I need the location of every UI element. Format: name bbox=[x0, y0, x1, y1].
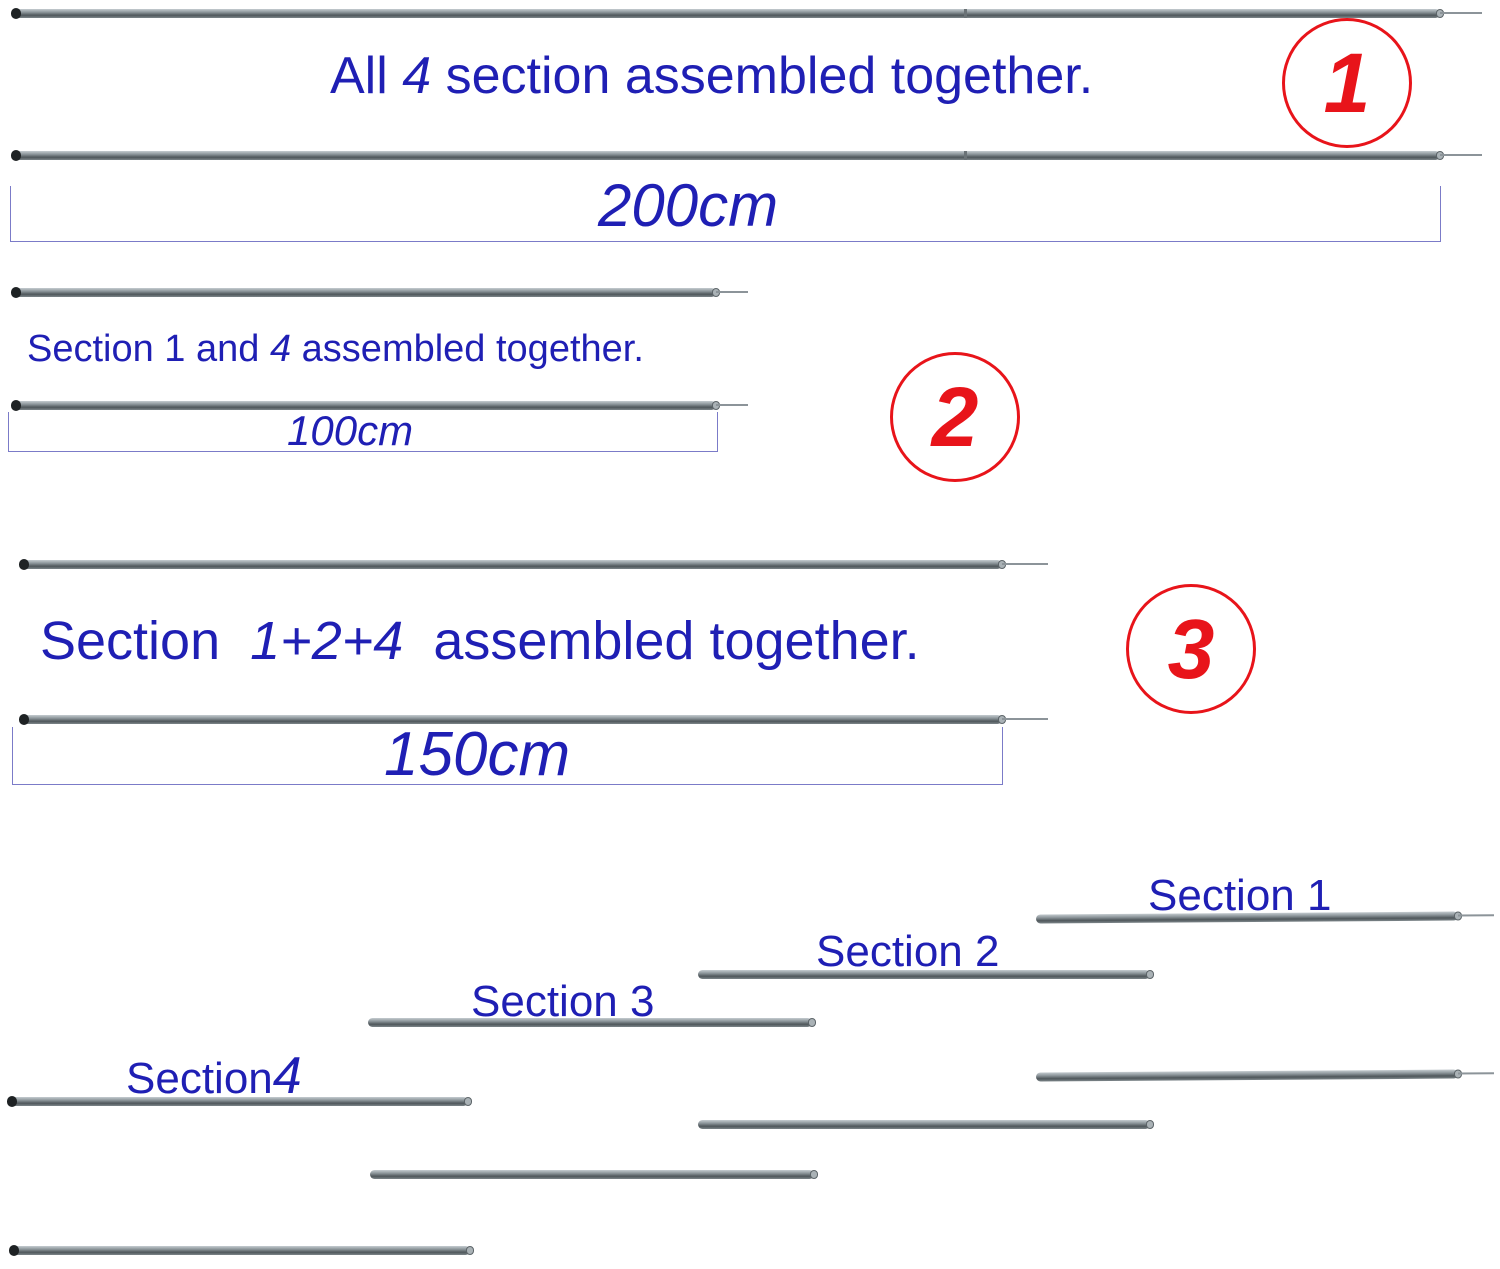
section-4-label: Section4 bbox=[126, 1050, 302, 1102]
pole-150cm-bottom bbox=[19, 714, 1048, 725]
pole-100cm-top bbox=[11, 287, 748, 298]
step2-caption-prefix: Section 1 and bbox=[27, 328, 260, 370]
length-bracket-150cm bbox=[12, 727, 1003, 785]
pole-end-cap bbox=[464, 1097, 472, 1106]
pole-tip-cap bbox=[11, 150, 21, 161]
step3-caption-number: 1+2+4 bbox=[250, 611, 404, 671]
pole-section-3 bbox=[368, 1018, 816, 1027]
pole-100cm-bottom bbox=[11, 400, 748, 411]
step3-caption-prefix: Section bbox=[40, 611, 221, 671]
step2-caption-suffix: assembled together. bbox=[301, 328, 644, 370]
step1-caption-suffix: section assembled together. bbox=[445, 47, 1094, 105]
pole-section-3-alt bbox=[370, 1170, 818, 1179]
section-4-label-number: 4 bbox=[272, 1047, 302, 1105]
pole-section-4-alt bbox=[9, 1245, 474, 1256]
step3-caption-suffix: assembled together. bbox=[433, 611, 920, 671]
pole-joint bbox=[964, 151, 967, 160]
pole-pin bbox=[716, 291, 748, 293]
pole-200cm-bottom bbox=[11, 150, 1482, 161]
pole-150cm-top bbox=[19, 559, 1048, 570]
pole-200cm-top bbox=[11, 8, 1482, 19]
length-label-200cm: 200cm bbox=[598, 172, 779, 239]
step2-caption: Section 1 and 4 assembled together. bbox=[27, 330, 644, 368]
pole-section-4 bbox=[7, 1096, 472, 1107]
pole-tip-cap bbox=[9, 1245, 19, 1256]
pole-tip-cap bbox=[11, 8, 21, 19]
step1-caption: All 4 section assembled together. bbox=[330, 50, 1093, 102]
section-4-label-word: Section bbox=[126, 1054, 273, 1103]
step1-badge-number: 1 bbox=[1323, 35, 1371, 130]
pole-tip-cap bbox=[19, 714, 29, 725]
section-2-label: Section 2 bbox=[816, 927, 1000, 976]
step1-caption-prefix: All bbox=[330, 47, 388, 105]
pole-pin bbox=[1440, 12, 1482, 14]
pole-pin bbox=[1002, 563, 1048, 565]
length-bracket-100cm bbox=[8, 412, 718, 452]
step2-caption-number: 4 bbox=[269, 328, 292, 370]
pole-pin bbox=[716, 404, 748, 406]
pole-pin bbox=[1457, 914, 1494, 917]
pole-end-cap bbox=[810, 1170, 818, 1179]
pole-section-2-alt bbox=[698, 1120, 1154, 1129]
length-label-150cm: 150cm bbox=[384, 720, 571, 789]
pole-tip-cap bbox=[11, 400, 21, 411]
pole-section-2 bbox=[698, 970, 1154, 979]
length-label-100cm: 100cm bbox=[287, 407, 414, 454]
step3-badge-number: 3 bbox=[1167, 601, 1215, 696]
step1-badge: 1 bbox=[1282, 18, 1412, 148]
pole-tip-cap bbox=[7, 1096, 17, 1107]
pole-end-cap bbox=[808, 1018, 816, 1027]
length-bracket-200cm bbox=[10, 186, 1441, 242]
pole-end-cap bbox=[1146, 970, 1154, 979]
section-3-label: Section 3 bbox=[471, 977, 655, 1026]
section-1-label: Section 1 bbox=[1148, 871, 1332, 920]
pole-section-1 bbox=[1035, 911, 1494, 924]
pole-joint bbox=[964, 9, 967, 18]
pole-pin bbox=[1457, 1072, 1494, 1075]
pole-tip-cap bbox=[19, 559, 29, 570]
pole-pin bbox=[1440, 154, 1482, 156]
step1-caption-number: 4 bbox=[402, 47, 432, 105]
step2-badge: 2 bbox=[890, 352, 1020, 482]
step2-badge-number: 2 bbox=[931, 369, 979, 464]
pole-tip-cap bbox=[11, 287, 21, 298]
step3-caption: Section 1+2+4 assembled together. bbox=[40, 614, 920, 668]
pole-section-1-alt bbox=[1035, 1069, 1494, 1082]
pole-pin bbox=[1002, 718, 1048, 720]
pole-end-cap bbox=[1146, 1120, 1154, 1129]
pole-end-cap bbox=[466, 1246, 474, 1255]
step3-badge: 3 bbox=[1126, 584, 1256, 714]
